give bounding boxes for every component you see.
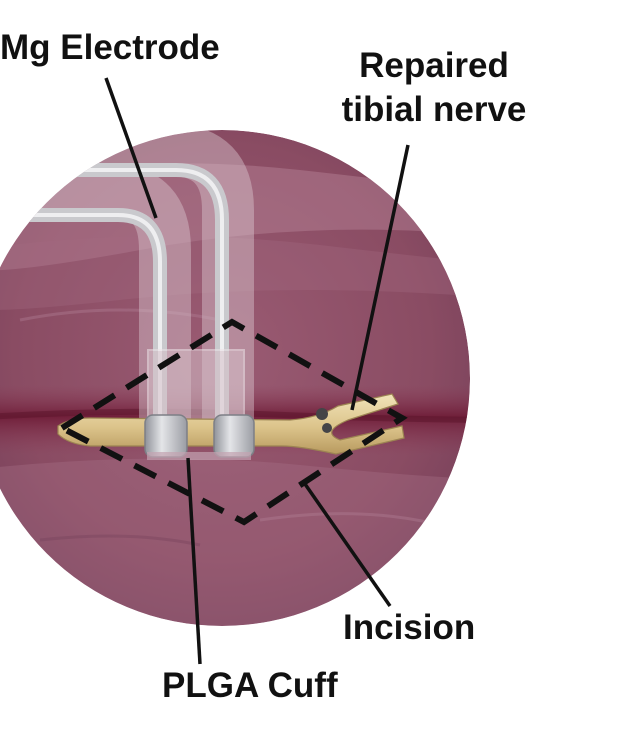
nerve-label-line1: Repaired	[359, 46, 509, 85]
cuff-leader	[186, 457, 202, 665]
incision-label: Incision	[343, 608, 476, 647]
nerve-leader	[350, 144, 410, 411]
nerve-label-line2: tibial nerve	[341, 90, 527, 129]
plga-cuff	[144, 414, 255, 460]
electrode-label: Mg Electrode	[0, 28, 220, 67]
electrode-leader	[104, 77, 158, 219]
nerve-label: Repaired tibial nerve	[324, 44, 544, 132]
incision-leader	[303, 482, 392, 608]
cuff-label: PLGA Cuff	[162, 666, 338, 705]
incision-outline	[55, 318, 408, 526]
